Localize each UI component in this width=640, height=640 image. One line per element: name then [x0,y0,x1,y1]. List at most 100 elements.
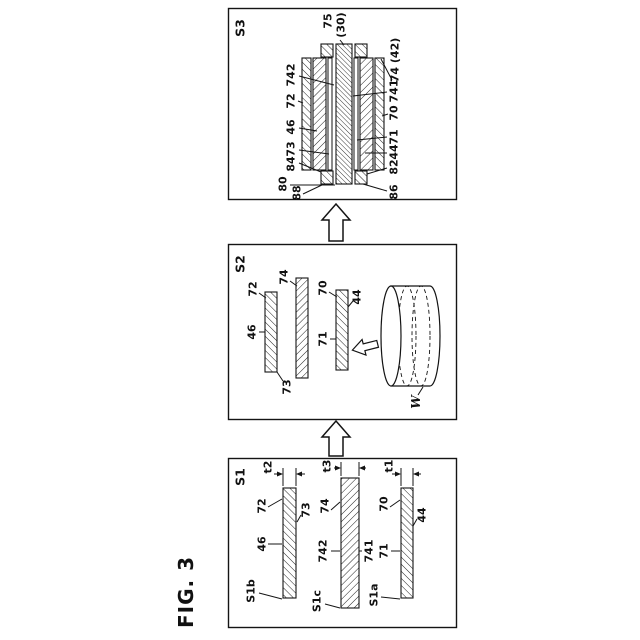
leader-s1a [380,596,401,600]
ref-74: 74 [319,498,332,514]
ref-86: 86 [388,184,401,200]
panel-s1: S1 t2 t3 [227,457,458,629]
leader-44 [412,518,418,527]
ref-46: 46 [246,324,259,340]
ref-44: 44 [416,507,429,523]
leader-72 [267,498,283,508]
sheet-74-s2 [295,277,309,379]
leader-741 [352,91,388,97]
ref-88: 88 [291,185,304,200]
layer-72 [301,57,312,171]
ref-71: 71 [378,543,391,558]
ref-741: 741 [388,80,401,103]
ref-w: W [409,394,423,409]
ref-71: 71 [388,129,401,144]
cylinder-dashed-line-1 [397,285,417,387]
panel-s3-label: S3 [233,19,248,37]
block-bottom-left-84-88 [320,170,334,185]
leader-70 [389,499,401,508]
green-sheet-s1b [282,487,297,599]
leader-73 [298,149,330,155]
panel-s3: S3 75 (30) [227,7,458,201]
ref-74-42: 74 (42) [389,38,402,83]
ref-30: (30) [335,12,348,37]
leader-74 [289,280,298,287]
sheet-44-s2 [335,289,349,371]
ref-742: 742 [317,540,330,563]
ref-80: 80 [277,176,290,192]
panel-s2: S2 72 46 73 74 70 71 44 W [227,243,458,421]
ref-742: 742 [285,64,298,87]
panel-s1-label: S1 [233,468,248,486]
ref-70: 70 [378,496,391,512]
leader-75 [339,39,345,46]
ref-73: 73 [285,141,298,156]
workpiece-cylinder [380,285,441,387]
cylinder-dashed-line-2 [411,285,431,387]
laminated-stack [301,43,385,185]
ref-72: 72 [256,498,269,513]
ref-s1b: S1b [245,579,258,603]
ref-44: 44 [388,144,401,160]
leader-742 [298,75,335,86]
leader-74-42 [380,58,393,81]
layer-44 [359,57,374,171]
ref-71: 71 [317,331,330,346]
dim-label-t3: t3 [321,460,334,473]
leader-73 [296,514,302,523]
leader-71 [356,136,388,141]
dim-arrowhead [277,471,283,477]
leader-74 [330,501,341,511]
ref-74: 74 [278,269,291,285]
leader-s1b [258,592,283,600]
layer-71 [353,57,359,171]
leader-72 [258,292,267,299]
leader-86 [362,183,388,192]
leader-82 [366,167,388,175]
cylinder-body [390,285,441,387]
leader-44 [347,300,354,308]
leader-88 [302,183,325,195]
green-sheet-s1c [340,477,360,609]
dim-label-t1: t1 [383,460,396,473]
dim-arrowhead [335,465,341,471]
dim-arrowhead [395,471,401,477]
ref-72: 72 [285,93,298,108]
ref-72: 72 [247,281,260,296]
ref-75: 75 [322,13,335,28]
block-top-right [354,43,368,58]
leader-70 [381,113,389,117]
block-top-left [320,43,334,58]
leader-s1c [324,603,341,609]
ref-84: 84 [285,156,298,172]
dimension-t2: t2 [262,461,305,486]
ref-73: 73 [281,379,294,394]
ref-46: 46 [256,536,269,552]
block-bottom-right-82-86 [354,170,368,185]
panel-s2-label: S2 [233,255,248,273]
leader-73 [276,371,284,382]
layer-73 [327,57,333,171]
leader-w [417,386,424,396]
ref-s1c: S1c [311,590,324,612]
leader-84 [298,162,322,173]
ref-70: 70 [317,280,330,296]
dim-arrowhead [359,465,365,471]
leader-70 [328,291,338,298]
ref-82: 82 [388,159,401,174]
layer-74-center [335,43,353,185]
figure-title: FIG. 3 [174,556,198,628]
process-arrow-s2-to-s3 [320,202,352,242]
ref-46: 46 [285,119,298,135]
cylinder-end-face [380,285,402,387]
green-sheet-s1a [400,487,414,599]
ref-44: 44 [351,289,364,305]
insert-arrow [351,338,380,356]
ref-73: 73 [300,502,313,517]
sheet-46-s2 [264,291,278,373]
leader-46 [298,127,318,132]
ref-741: 741 [363,540,376,563]
dim-arrowhead [413,471,419,477]
